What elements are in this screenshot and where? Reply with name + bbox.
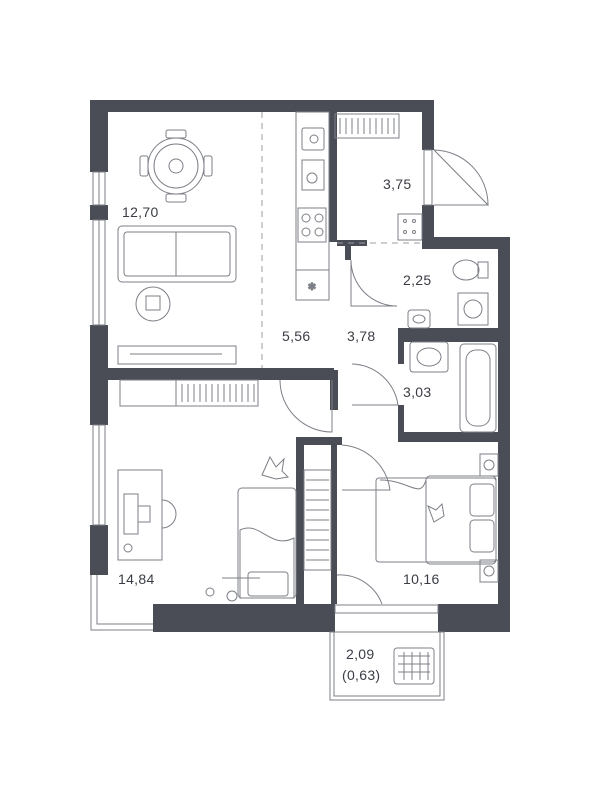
tv-stand-icon [117,345,237,365]
sofa-icon [117,225,237,283]
wardrobe-entry [334,113,400,139]
room-area-entry: 3,75 [383,176,412,192]
door-bath [351,363,399,406]
room-area-hallway: 3,78 [347,328,376,344]
washbasin-icon [409,341,449,373]
room-area-balcony: 2,09 [346,646,375,662]
washbasin-small-icon [407,309,431,329]
wall-bottom-right [438,604,510,632]
door-toilet [350,259,398,307]
door-bedroom-right [341,444,391,491]
window-entry [423,149,433,206]
wall-left-upper [90,100,108,172]
wall-left-bottom [90,525,108,575]
wall-bath-bottom [398,432,498,442]
laundry-basket-icon [393,647,435,685]
wall-bath-left-low [398,405,404,442]
wall-top [90,100,434,112]
dining-table-icon [153,143,199,189]
wall-wardrobe-right [331,437,337,604]
balcony [329,631,445,701]
toilet-icon [452,259,480,281]
wall-right-entry-low [422,205,434,245]
bed-left-icon [237,487,297,599]
doors [279,149,489,605]
balcony-furniture [393,647,435,685]
wall-toilet-left [345,246,351,260]
nightstand-top-icon [479,453,499,477]
wardrobe-hall [303,469,332,571]
desk-icon [117,469,163,561]
wall-bedroom-divider [296,437,304,604]
room-area-bedroom-right: 10,16 [403,571,440,587]
wardrobes [119,113,423,571]
window-bedroom-bay [90,575,153,631]
svg-text:✱: ✱ [308,282,316,293]
rug-icon [135,286,171,322]
wall-toilet-bath [398,328,498,342]
room-area-balcony-reduced: (0,63) [342,667,381,683]
wall-wet-top [422,237,510,249]
windows [90,149,439,631]
room-area-kitchen: 5,56 [282,328,311,344]
toy-dragon-icon [261,455,290,480]
room-area-bedroom-left: 14,84 [118,571,155,587]
wall-entry-left [329,112,337,242]
shelf-entry [397,213,423,241]
room-area-toilet: 2,25 [403,272,432,288]
wall-hall-short [330,370,338,410]
living-furniture [117,129,237,365]
bedroom-right-furniture [375,453,499,583]
wall-bath-left [398,338,404,364]
wall-left-mid [90,205,108,220]
door-balcony [336,574,383,605]
kitchen-set: ✱ [295,111,330,301]
door-bedroom-left [279,379,333,433]
nightstand-bottom-icon [479,559,499,583]
wall-hall-bedroom [296,437,342,445]
chair-icon [161,499,177,529]
bathtub-icon [459,343,497,433]
zone-lines [261,112,422,368]
sink-icon [301,127,325,151]
wall-living-bedroom [108,368,334,380]
room-area-living: 12,70 [122,204,159,220]
bedroom-left-furniture [117,455,297,602]
window-bedroom-right [334,604,439,614]
wall-left-lower [90,325,108,425]
wall-right-outer [498,237,510,632]
wall-right-entry [422,100,434,150]
washer-icon [457,292,489,326]
door-entry [433,149,489,207]
sanitary [407,259,497,433]
room-area-bathroom: 3,03 [403,384,432,400]
walls [90,100,510,632]
wall-bottom-left [153,604,335,632]
cooktop-icon [297,207,327,243]
